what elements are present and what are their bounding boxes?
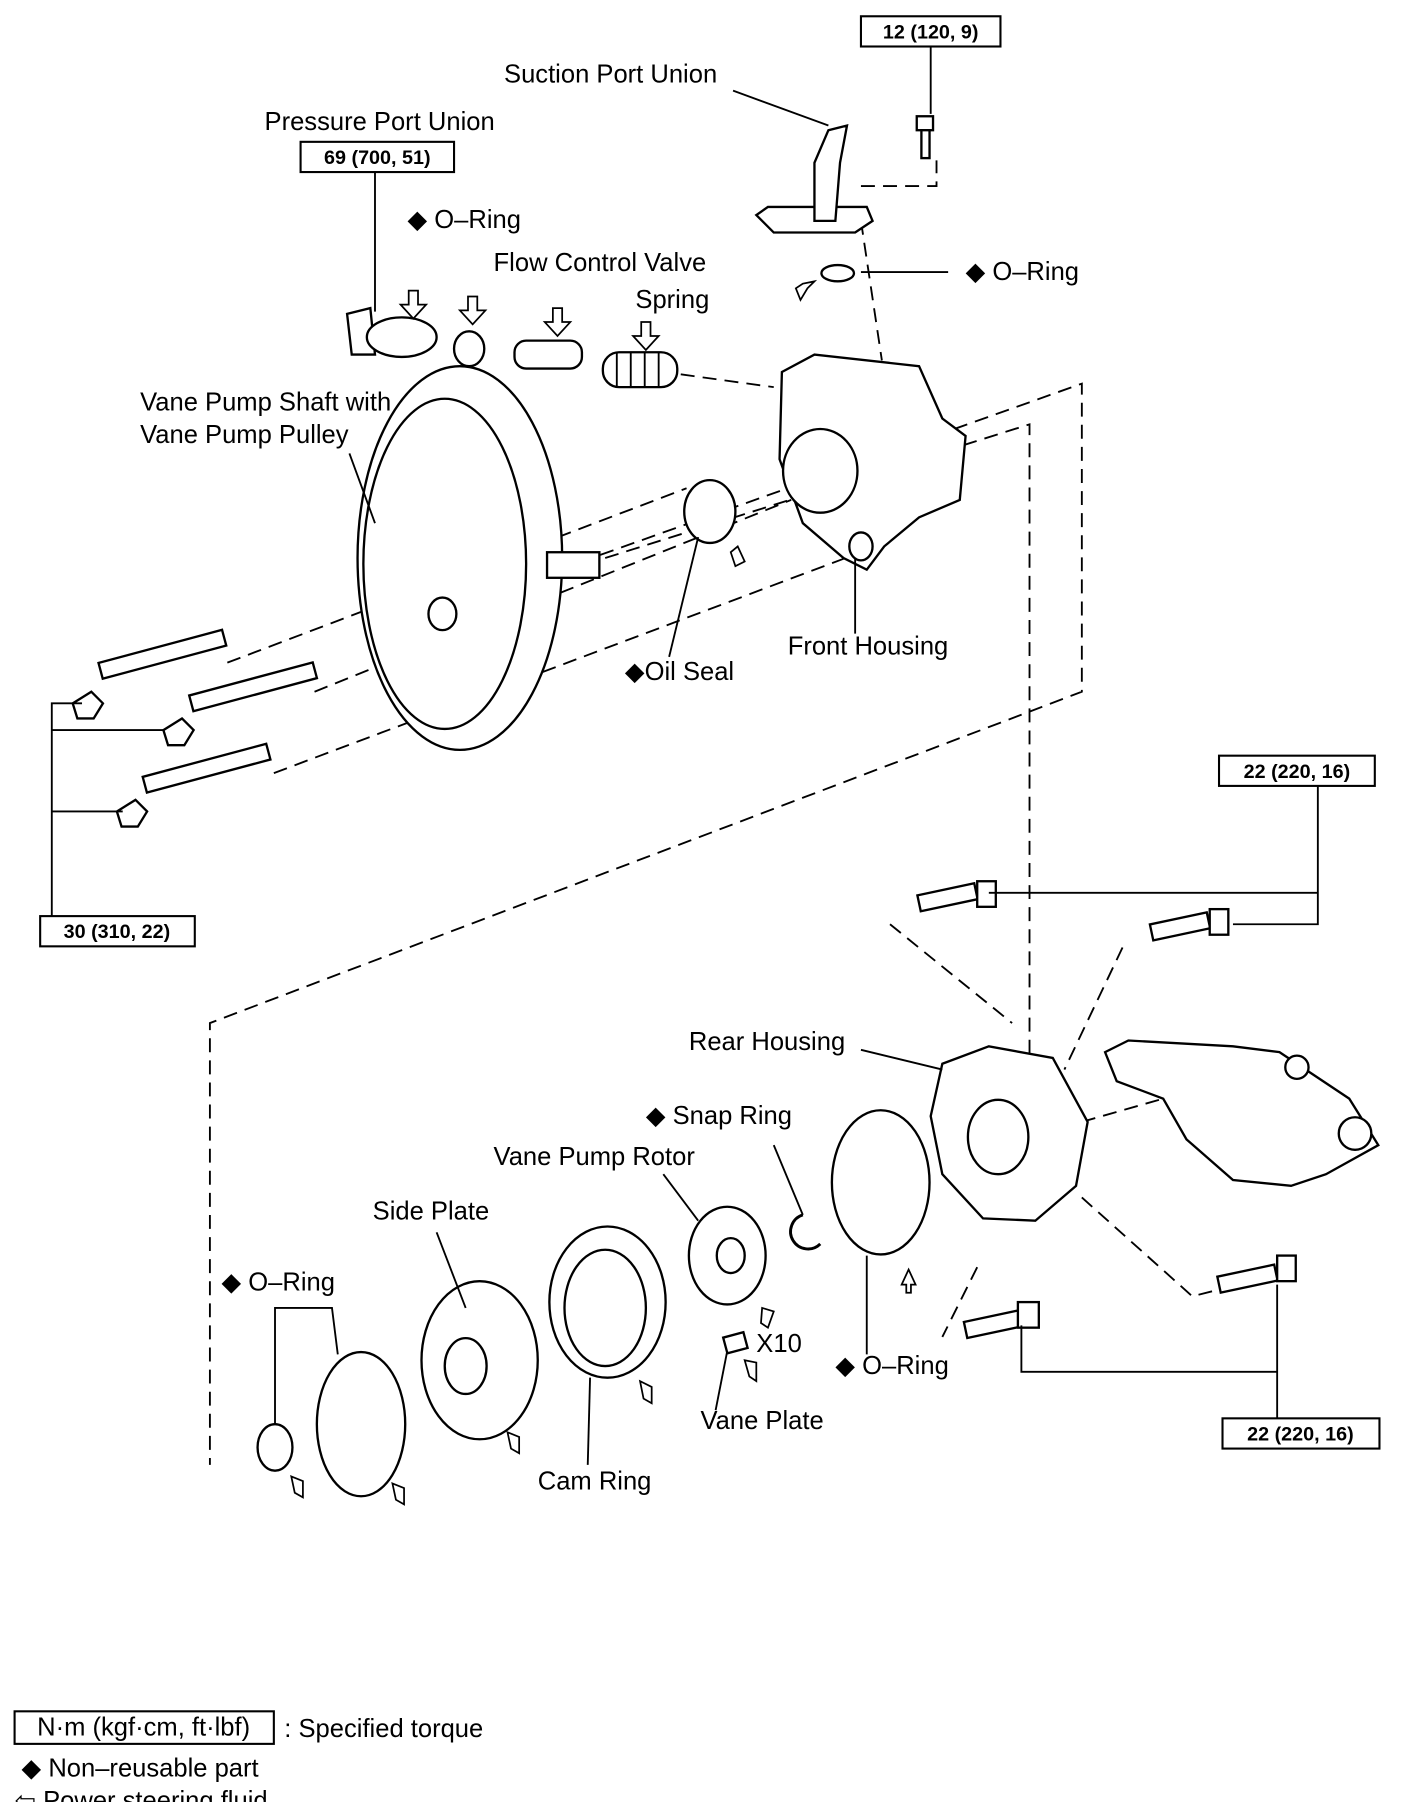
rear-housing (929, 1045, 1089, 1222)
torque-box-rear-upper: 22 (220, 16) (1217, 754, 1376, 787)
rear-lower-bolts (962, 1254, 1297, 1340)
suction-bolt (915, 115, 935, 160)
label-x10: X10 (756, 1330, 801, 1358)
svg-text:30 (310, 22): 30 (310, 22) (64, 921, 171, 943)
legend-torque-unit: N·m (kgf·cm, ft·lbf) (37, 1714, 250, 1742)
suction-port-union (754, 123, 875, 234)
legend-non-reusable: ◆ Non–reusable part (22, 1754, 259, 1782)
label-cam-ring: Cam Ring (538, 1467, 652, 1495)
o-ring-suction (820, 263, 856, 283)
torque-box-rear-lower: 22 (220, 16) (1221, 1417, 1381, 1450)
spring (601, 351, 679, 389)
label-spring: Spring (635, 286, 709, 314)
label-o-ring: ◆ O–Ring (408, 206, 521, 234)
label-snap-ring: ◆ Snap Ring (646, 1102, 792, 1130)
label-pressure-port-union: Pressure Port Union (265, 108, 495, 136)
label-vane-plate: Vane Plate (701, 1407, 824, 1435)
torque-box-suction-bolt: 12 (120, 9) (859, 15, 1002, 48)
o-ring-small (256, 1422, 294, 1472)
vane-pump-pulley (356, 365, 601, 752)
label-front-housing: Front Housing (788, 633, 949, 661)
legend: N·m (kgf·cm, ft·lbf) : Specified torque … (13, 1710, 483, 1802)
label-vane-pump-rotor: Vane Pump Rotor (494, 1143, 696, 1171)
label-oil-seal: ◆Oil Seal (625, 658, 734, 686)
label-side-plate: Side Plate (373, 1198, 490, 1226)
svg-text:69 (700, 51): 69 (700, 51) (324, 147, 431, 169)
leader-lines (50, 46, 1319, 1465)
cam-ring (548, 1225, 667, 1379)
torque-box-pressure-port: 69 (700, 51) (299, 140, 456, 174)
label-vane-pump-pulley: Vane Pump Pulley (140, 421, 349, 449)
legend-fluid: ⇦ Power steering fluid (15, 1787, 268, 1802)
svg-text:22 (220, 16): 22 (220, 16) (1244, 761, 1351, 783)
svg-text:22 (220, 16): 22 (220, 16) (1247, 1423, 1354, 1445)
pressure-port-union (345, 306, 438, 359)
legend-torque-desc: : Specified torque (284, 1715, 483, 1743)
o-ring-large (315, 1350, 407, 1498)
mounting-bracket (1103, 1039, 1380, 1188)
vane-plate (721, 1330, 750, 1355)
rear-upper-bolts (916, 880, 1230, 942)
fluid-arrow-icons (290, 279, 917, 1506)
side-plate (420, 1280, 539, 1441)
front-bolts (71, 628, 319, 828)
svg-text:12 (120, 9): 12 (120, 9) (883, 21, 979, 43)
label-suction-port-union: Suction Port Union (504, 61, 717, 89)
oil-seal (683, 478, 737, 545)
snap-ring (789, 1213, 822, 1251)
o-ring-pressure (452, 330, 486, 368)
label-vane-pump-shaft: Vane Pump Shaft with (140, 388, 391, 416)
label-o-ring: ◆ O–Ring (966, 258, 1079, 286)
front-housing (778, 353, 967, 572)
vane-pump-rotor (687, 1205, 767, 1306)
label-o-ring: ◆ O–Ring (222, 1268, 335, 1296)
o-ring-rear (830, 1109, 931, 1256)
label-o-ring: ◆ O–Ring (835, 1352, 948, 1380)
label-rear-housing: Rear Housing (689, 1028, 845, 1056)
torque-box-front-bolts: 30 (310, 22) (39, 915, 196, 948)
label-flow-control-valve: Flow Control Valve (494, 249, 707, 277)
flow-control-valve (513, 339, 584, 370)
